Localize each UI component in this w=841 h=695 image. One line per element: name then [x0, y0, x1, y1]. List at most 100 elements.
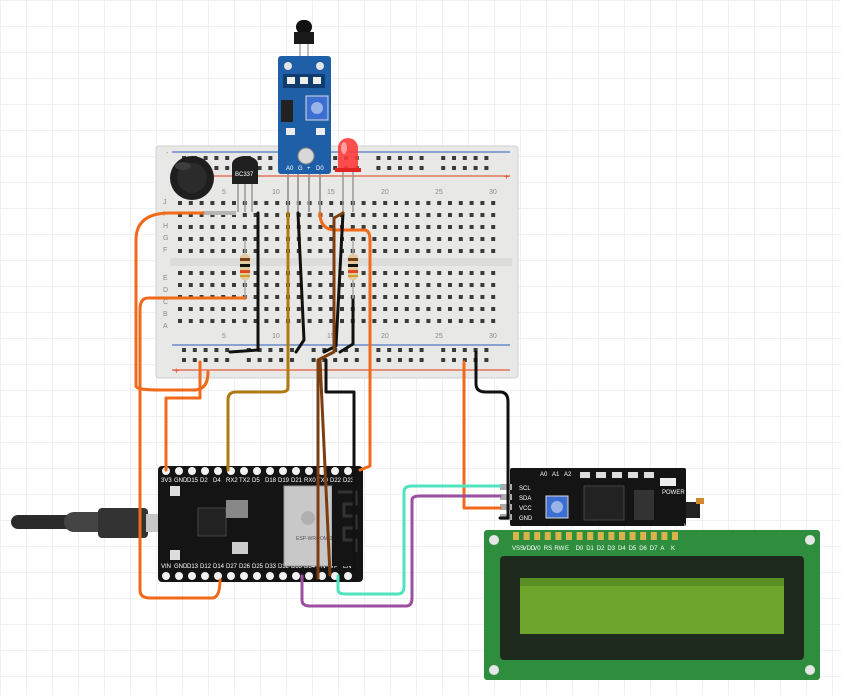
breadboard-hole: [275, 319, 280, 323]
breadboard-hole: [469, 283, 474, 287]
breadboard-hole: [491, 307, 496, 311]
rail-hole: [484, 358, 489, 362]
rail-hole: [441, 358, 446, 362]
esp32-bottom-pin: [292, 572, 300, 580]
rail-hole: [290, 358, 294, 362]
transistor-label: BC337: [235, 172, 254, 178]
breadboard-hole: [394, 249, 398, 253]
breadboard-hole: [188, 319, 193, 323]
rail-hole: [473, 166, 478, 170]
breadboard-hole: [415, 307, 420, 311]
rail-hole: [408, 358, 413, 362]
breadboard-hole: [199, 307, 204, 311]
rail-hole: [462, 358, 467, 362]
breadboard-column-numbers: 5 10 15 20 25 30 5 10 15 20 25 30: [222, 189, 497, 340]
breadboard-hole: [275, 307, 280, 311]
breadboard-hole: [448, 319, 452, 323]
breadboard-hole: [404, 213, 409, 217]
breadboard-hole: [426, 319, 431, 323]
breadboard-hole: [491, 213, 496, 217]
esp32-top-pin-label: RX0: [304, 478, 316, 484]
breadboard-hole: [253, 271, 258, 275]
rail-hole: [441, 156, 446, 160]
rail-hole: [192, 358, 197, 362]
lcd-pin-label: D4: [618, 546, 626, 552]
breadboard-hole: [491, 237, 496, 241]
breadboard-hole: [221, 283, 226, 287]
breadboard-hole: [307, 295, 312, 299]
breadboard-hole: [458, 225, 463, 229]
header-label-vcc: VCC: [519, 506, 532, 512]
header-label-scl: SCL: [519, 486, 531, 492]
col-number-25-bottom: 25: [435, 333, 443, 340]
row-letter-g: G: [163, 235, 168, 242]
breadboard-hole: [318, 271, 323, 275]
rail-hole: [484, 156, 489, 160]
col-number-10-bottom: 10: [272, 333, 280, 340]
row-letter-a: A: [163, 323, 168, 330]
breadboard-hole: [318, 283, 323, 287]
breadboard-hole: [480, 271, 485, 275]
lcd-pin-label: K: [671, 546, 675, 552]
breadboard-hole: [264, 249, 269, 253]
breadboard-hole: [480, 295, 485, 299]
lcd-pin: [555, 532, 562, 540]
breadboard-hole: [178, 237, 182, 241]
breadboard-hole: [221, 319, 226, 323]
breadboard-hole: [188, 249, 193, 253]
lcd-pin: [629, 532, 636, 540]
breadboard-hole: [383, 225, 388, 229]
row-letter-e: E: [163, 275, 168, 282]
col-number-20: 20: [381, 189, 389, 196]
rail-hole: [279, 348, 284, 352]
col-number-30: 30: [489, 189, 497, 196]
rail-hole: [257, 166, 262, 170]
rail-hole: [290, 348, 294, 352]
breadboard-hole: [232, 237, 236, 241]
breadboard-hole: [383, 283, 388, 287]
rail-hole: [376, 156, 381, 160]
breadboard-hole: [372, 225, 377, 229]
esp32-bottom-pin: [344, 572, 352, 580]
esp32-bottom-pin-label: D33: [265, 564, 277, 570]
col-number-25: 25: [435, 189, 443, 196]
rail-hole: [257, 348, 262, 352]
breadboard-hole: [372, 319, 377, 323]
lcd-pin: [534, 532, 541, 540]
rail-hole: [333, 156, 338, 160]
wire-black-transistor-gnd: [228, 211, 260, 354]
breadboard-hole: [426, 237, 431, 241]
esp32-bottom-pin-label: D35: [291, 564, 303, 570]
transistor-bc337: BC337: [232, 156, 258, 212]
breadboard-hole: [264, 201, 269, 205]
breadboard-hole: [188, 283, 193, 287]
breadboard-hole: [242, 225, 247, 229]
rail-hole: [257, 358, 262, 362]
esp32-bottom-pin: [188, 572, 196, 580]
breadboard-hole: [199, 213, 204, 217]
breadboard-hole: [307, 225, 312, 229]
breadboard-hole: [232, 307, 236, 311]
rail-hole: [214, 166, 219, 170]
rail-hole: [268, 348, 273, 352]
col-number-20-bottom: 20: [381, 333, 389, 340]
esp32-top-pin-label: D22: [330, 478, 342, 484]
breadboard-hole: [404, 237, 409, 241]
flame-pin-a0: A0: [286, 166, 294, 172]
esp32-top-pin-label: D21: [291, 478, 303, 484]
breadboard-hole: [458, 295, 463, 299]
breadboard-hole: [480, 201, 485, 205]
header-label-sda: SDA: [519, 496, 531, 502]
breadboard-hole: [448, 283, 452, 287]
esp32-bottom-pin: [305, 572, 313, 580]
col-number-30-bottom: 30: [489, 333, 497, 340]
breadboard-hole: [340, 271, 344, 275]
lcd-pin: [619, 532, 625, 540]
buzzer: [170, 156, 214, 200]
rail-hole: [387, 358, 392, 362]
breadboard-hole: [448, 295, 452, 299]
esp32-bottom-pin-label: D25: [252, 564, 264, 570]
breadboard-hole: [318, 307, 323, 311]
esp32-top-pin-label: D4: [213, 478, 221, 484]
breadboard-hole: [318, 295, 323, 299]
